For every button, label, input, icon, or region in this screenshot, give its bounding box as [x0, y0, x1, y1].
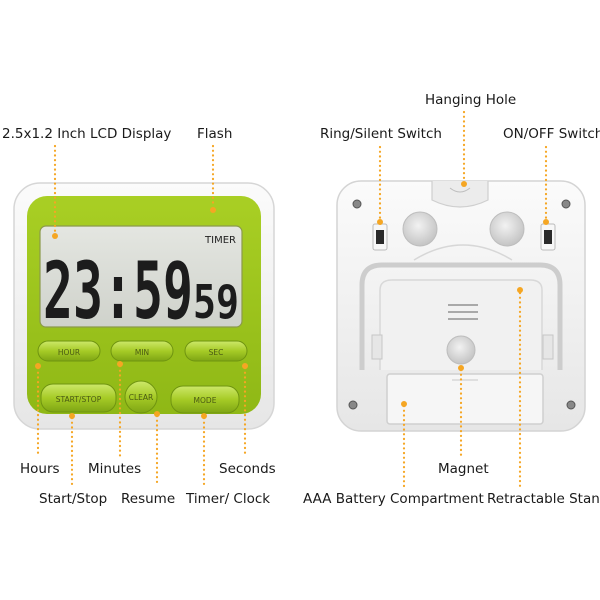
- start-stop-button-label: START/STOP: [56, 395, 102, 404]
- label-flash: Flash: [197, 126, 232, 142]
- stand-hinge: [371, 334, 383, 360]
- back-view: [336, 180, 586, 432]
- hour-button-label: HOUR: [58, 348, 80, 357]
- hour-button[interactable]: HOUR: [37, 340, 101, 362]
- label-stand: Retractable Stand: [487, 491, 600, 507]
- start-stop-button[interactable]: START/STOP: [40, 383, 117, 413]
- hanging-hole: [431, 181, 489, 208]
- label-resume: Resume: [121, 491, 175, 507]
- label-hanging-hole: Hanging Hole: [425, 92, 516, 108]
- lcd-timer-label: TIMER: [204, 235, 236, 246]
- screw-icon: [561, 199, 571, 209]
- hanging-hole-slot: [449, 187, 471, 193]
- lcd-display: [39, 225, 243, 328]
- label-hours: Hours: [20, 461, 60, 477]
- label-timer-clock: Timer/ Clock: [185, 491, 270, 507]
- min-button-label: MIN: [135, 348, 149, 357]
- sec-button[interactable]: SEC: [184, 340, 248, 362]
- label-seconds: Seconds: [219, 461, 276, 477]
- lcd-small-digits: 59: [193, 275, 239, 329]
- screw-icon: [566, 400, 576, 410]
- mode-button-label: MODE: [194, 396, 217, 405]
- back-knob-right: [489, 211, 525, 247]
- label-battery: AAA Battery Compartment: [303, 491, 484, 507]
- sec-button-label: SEC: [209, 348, 224, 357]
- magnet: [446, 335, 476, 365]
- label-magnet: Magnet: [438, 461, 489, 477]
- leader-lines: [35, 110, 549, 488]
- min-button[interactable]: MIN: [110, 340, 174, 362]
- battery-compartment[interactable]: [386, 373, 544, 425]
- screw-icon: [352, 199, 362, 209]
- stand-hinge: [542, 334, 554, 360]
- clear-button-label: CLEAR: [129, 393, 154, 402]
- label-ring-silent: Ring/Silent Switch: [320, 126, 442, 142]
- label-lcd-display: 2.5x1.2 Inch LCD Display: [2, 126, 171, 142]
- label-start-stop: Start/Stop: [39, 491, 107, 507]
- screw-icon: [348, 400, 358, 410]
- back-arch: [413, 244, 513, 261]
- mode-button[interactable]: MODE: [170, 385, 240, 414]
- on-off-switch[interactable]: [540, 223, 556, 251]
- lcd-main-digits: 23:59: [43, 247, 193, 337]
- front-view: TIMER 23:59 59 HOUR MIN SEC START/STOP C…: [13, 182, 275, 430]
- retractable-stand[interactable]: [359, 262, 563, 370]
- label-minutes: Minutes: [88, 461, 141, 477]
- callout-labels: 2.5x1.2 Inch LCD Display Flash Hours Min…: [2, 92, 600, 507]
- stand-inner: [379, 279, 543, 370]
- ring-silent-switch[interactable]: [372, 223, 388, 251]
- label-on-off: ON/OFF Switch: [503, 126, 600, 142]
- back-knob-left: [402, 211, 438, 247]
- clear-button[interactable]: CLEAR: [124, 380, 158, 414]
